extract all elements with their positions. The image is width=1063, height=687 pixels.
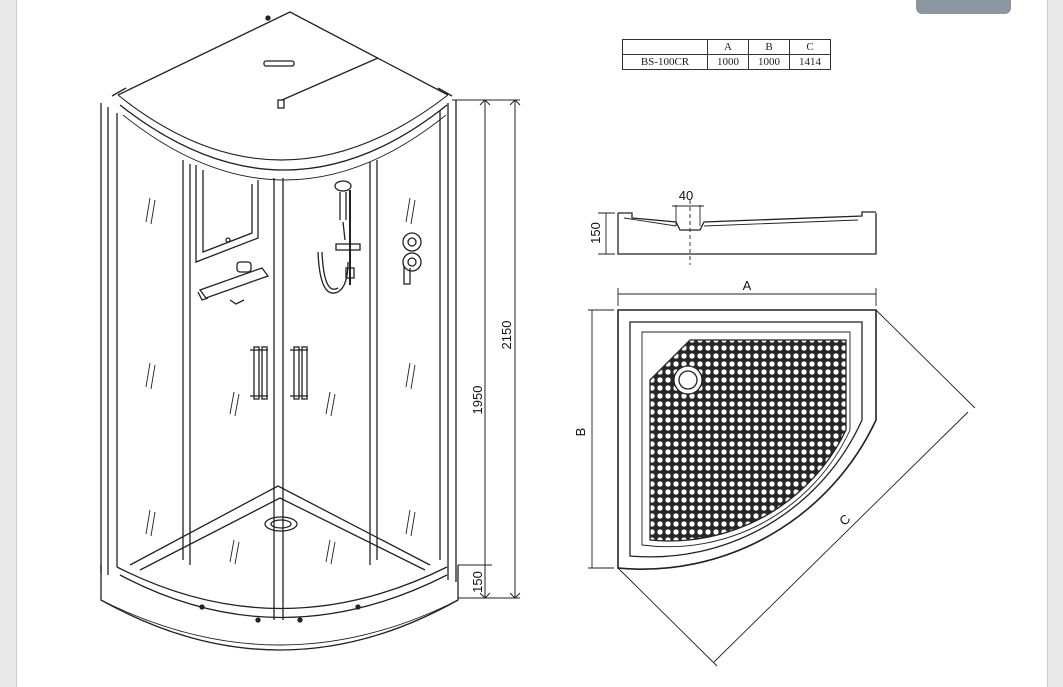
drain-icon (678, 370, 698, 390)
label-side-b: B (573, 428, 588, 437)
roof-light-icon (263, 60, 295, 67)
corner-button[interactable] (916, 0, 1011, 14)
label-side-a: A (743, 278, 752, 293)
tray-section-drawing (598, 200, 877, 265)
label-drain-width: 40 (679, 188, 693, 203)
spec-table-data-row: BS-100CR 1000 1000 1414 (622, 54, 831, 70)
spec-value-a: 1000 (707, 54, 749, 70)
label-section-height: 150 (588, 222, 603, 244)
label-diagonal-c: C (836, 511, 853, 528)
label-total-height: 2150 (499, 321, 514, 350)
label-cabin-height: 1950 (470, 386, 485, 415)
label-tray-height: 150 (470, 571, 485, 593)
tray-plan-drawing (588, 288, 976, 667)
spec-model-name: BS-100CR (622, 54, 708, 70)
non-slip-floor (649, 339, 847, 542)
spec-value-b: 1000 (748, 54, 790, 70)
spec-table: A B C BS-100CR 1000 1000 1414 (622, 39, 831, 70)
spec-value-c: 1414 (789, 54, 831, 70)
shower-cabin-drawing (100, 11, 459, 651)
cabin-dimension-lines (452, 99, 521, 599)
